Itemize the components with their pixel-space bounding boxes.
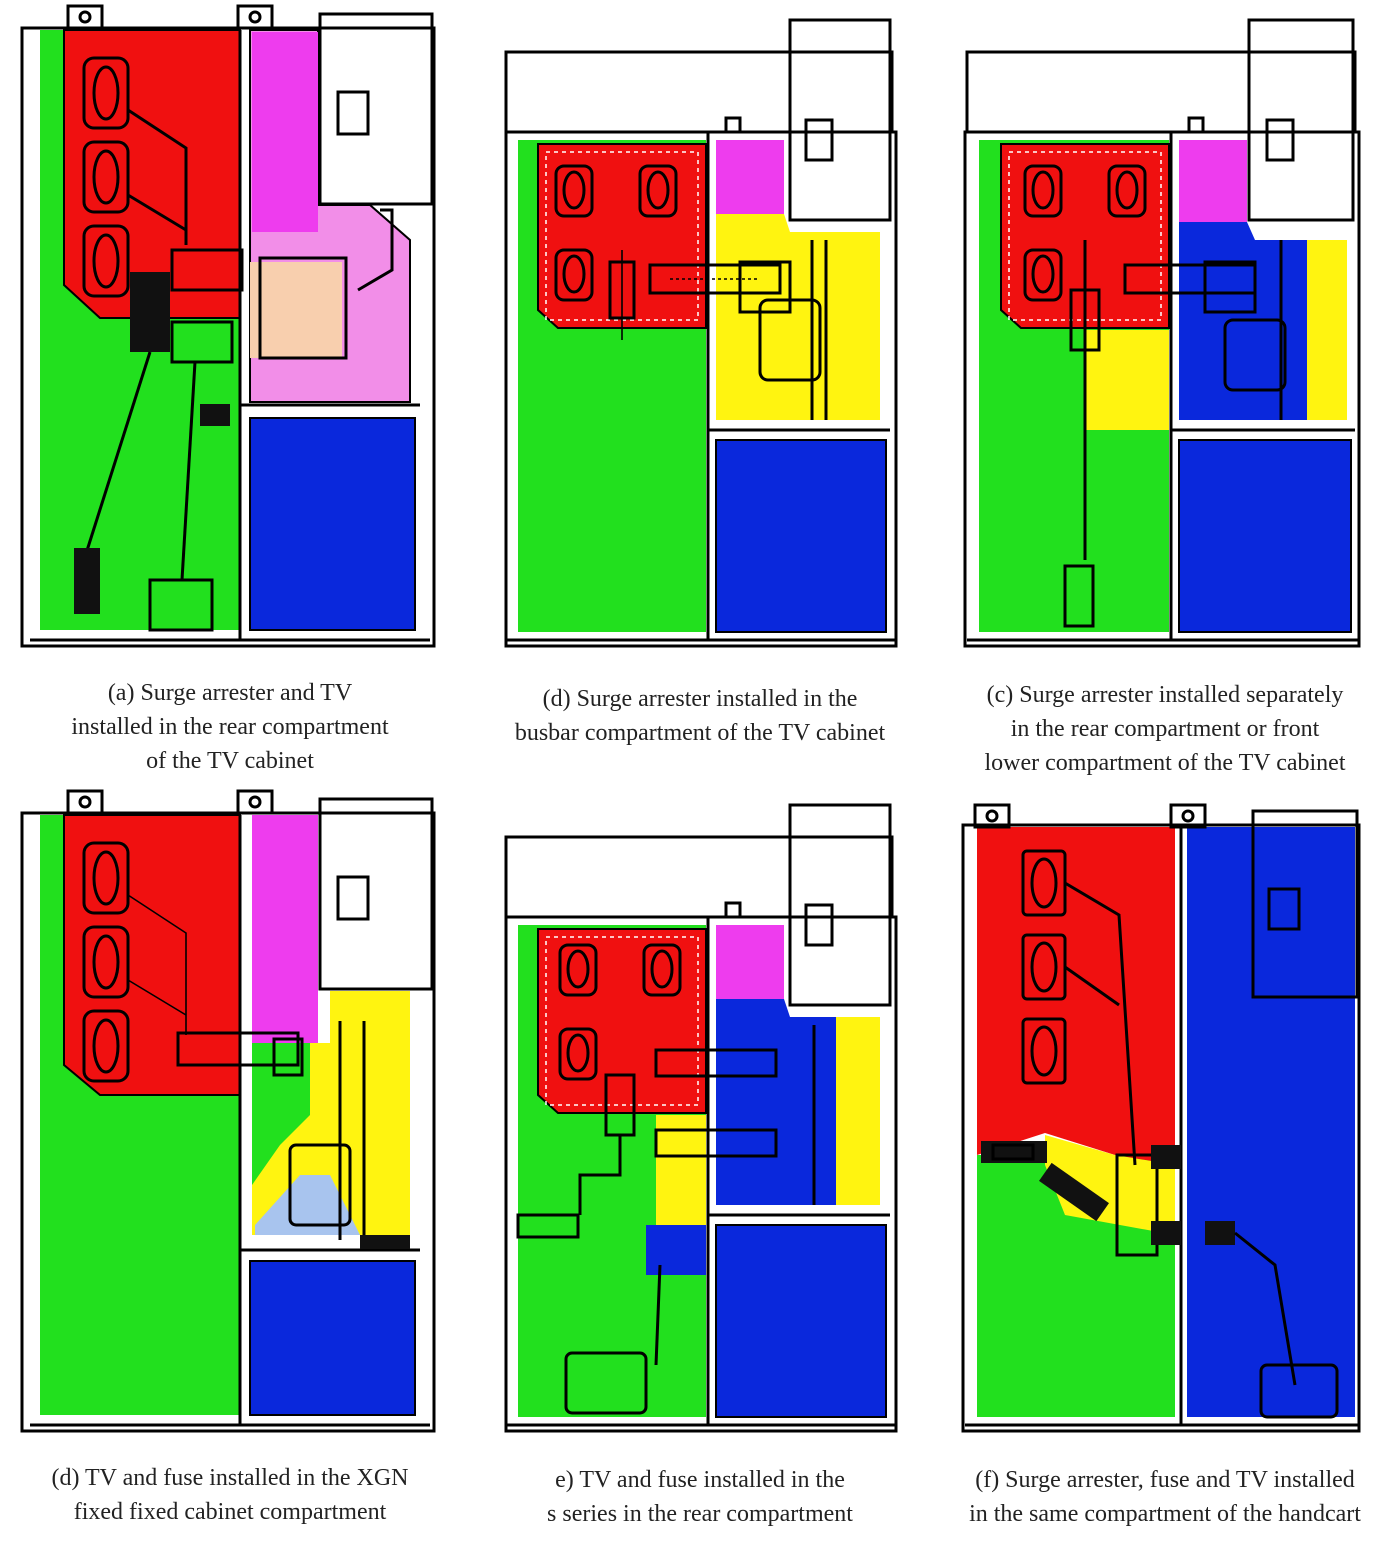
- busbar-insulator: [554, 248, 594, 302]
- blue-fuse-zone: [646, 1225, 706, 1275]
- caption-c: (c) Surge arrester installed separately …: [984, 682, 1346, 776]
- busbar-insulator: [1023, 164, 1063, 218]
- blue-cable-compartment: [715, 1224, 887, 1418]
- voltage-transformer: [148, 578, 214, 632]
- green-inner-zone: [252, 1043, 310, 1185]
- busbar-insulator: [642, 943, 682, 997]
- blue-cable-compartment: [249, 417, 416, 631]
- yellow-breaker-compartment: [716, 214, 880, 420]
- red-busbar-compartment: [977, 827, 1175, 1165]
- fuse: [176, 1031, 300, 1067]
- busbar-insulator: [82, 1009, 130, 1083]
- panel-e: e) TV and fuse installed in the s series…: [470, 785, 930, 1527]
- busbar-insulator: [82, 56, 130, 130]
- red-busbar-compartment: [537, 928, 707, 1114]
- panel-d2: (d) TV and fuse installed in the XGN fix…: [0, 785, 460, 1525]
- yellow-handcart-zone: [1045, 1135, 1175, 1235]
- voltage-transformer: [288, 1143, 352, 1227]
- blue-cable-compartment: [1178, 439, 1352, 633]
- diagram-e: [504, 803, 898, 1433]
- busbar-insulator: [1023, 248, 1063, 302]
- surge-arrester-body: [74, 548, 100, 614]
- caption-d2: (d) TV and fuse installed in the XGN fix…: [51, 1465, 409, 1525]
- caption-a: (a) Surge arrester and TV installed in t…: [71, 680, 389, 774]
- diagram-f: [961, 803, 1361, 1433]
- busbar-insulator: [82, 925, 130, 999]
- panel-d1: (d) Surge arrester installed in the busb…: [470, 0, 930, 746]
- control-box: [318, 12, 434, 206]
- control-box: [1251, 809, 1359, 999]
- busbar-insulator: [638, 164, 678, 218]
- surge-arrester-head: [130, 272, 170, 352]
- magenta-zone: [1179, 140, 1247, 222]
- panel-c: (c) Surge arrester installed separately …: [935, 0, 1395, 776]
- peach-contact-zone: [250, 262, 342, 358]
- busbar-insulator: [558, 943, 598, 997]
- magenta-zone: [252, 815, 318, 1043]
- busbar-insulator: [82, 841, 130, 915]
- voltage-transformer: [564, 1351, 648, 1415]
- magenta-zone: [716, 925, 784, 999]
- blue-breaker-compartment: [716, 999, 836, 1205]
- busbar-insulator: [1107, 164, 1147, 218]
- blue-cable-compartment: [249, 1260, 416, 1416]
- busbar-insulator: [82, 140, 130, 214]
- busbar-insulator: [558, 1027, 598, 1081]
- caption-f: (f) Surge arrester, fuse and TV installe…: [969, 1467, 1361, 1527]
- red-busbar-compartment: [1000, 143, 1170, 329]
- yellow-lower-front: [656, 1115, 706, 1235]
- lightblue-tv-zone: [255, 1175, 360, 1235]
- panel-f: (f) Surge arrester, fuse and TV installe…: [935, 785, 1395, 1527]
- red-busbar-compartment: [63, 814, 241, 1096]
- busbar-insulator: [1021, 1017, 1067, 1085]
- red-busbar-compartment: [537, 143, 707, 329]
- blue-handcart-compartment: [1187, 827, 1355, 1417]
- fuse: [1039, 1162, 1109, 1222]
- diagram-a: [20, 4, 436, 648]
- busbar-insulator: [82, 224, 130, 298]
- voltage-transformer: [1259, 1363, 1339, 1419]
- panel-a: (a) Surge arrester and TV installed in t…: [0, 0, 460, 774]
- lower-surge-arrester: [1063, 564, 1095, 628]
- yellow-breaker-right: [836, 1017, 880, 1205]
- blue-cable-compartment: [715, 439, 887, 633]
- diagram-c: [963, 18, 1361, 648]
- diagram-d1: [504, 18, 898, 648]
- caption-e: e) TV and fuse installed in the s series…: [547, 1467, 853, 1527]
- magenta-zone: [252, 32, 318, 232]
- magenta-zone: [716, 140, 784, 214]
- diagram-d2: [20, 789, 436, 1433]
- caption-d1: (d) Surge arrester installed in the busb…: [514, 686, 886, 746]
- busbar-insulator: [554, 164, 594, 218]
- yellow-breaker-right: [1307, 240, 1347, 420]
- control-box: [318, 797, 434, 991]
